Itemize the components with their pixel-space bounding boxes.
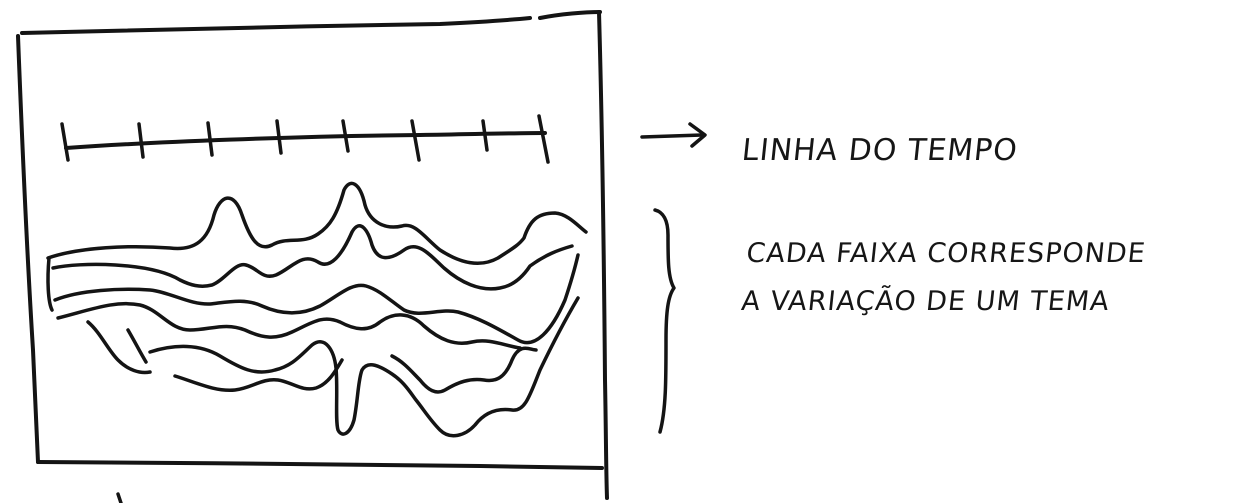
stream-bands [46, 181, 588, 438]
bands-label: CADA FAIXA CORRESPONDE A VARIAÇÃO DE UM … [739, 230, 1148, 326]
bands-label-line-2: A VARIAÇÃO DE UM TEMA [739, 286, 1112, 317]
timeline-label: LINHA DO TEMPO [740, 133, 1020, 168]
right-arrow-icon [640, 122, 707, 148]
timeline-axis [60, 114, 550, 164]
frame [16, 10, 609, 503]
bands-label-line-1: CADA FAIXA CORRESPONDE [744, 238, 1148, 269]
curly-brace-icon [653, 208, 676, 434]
